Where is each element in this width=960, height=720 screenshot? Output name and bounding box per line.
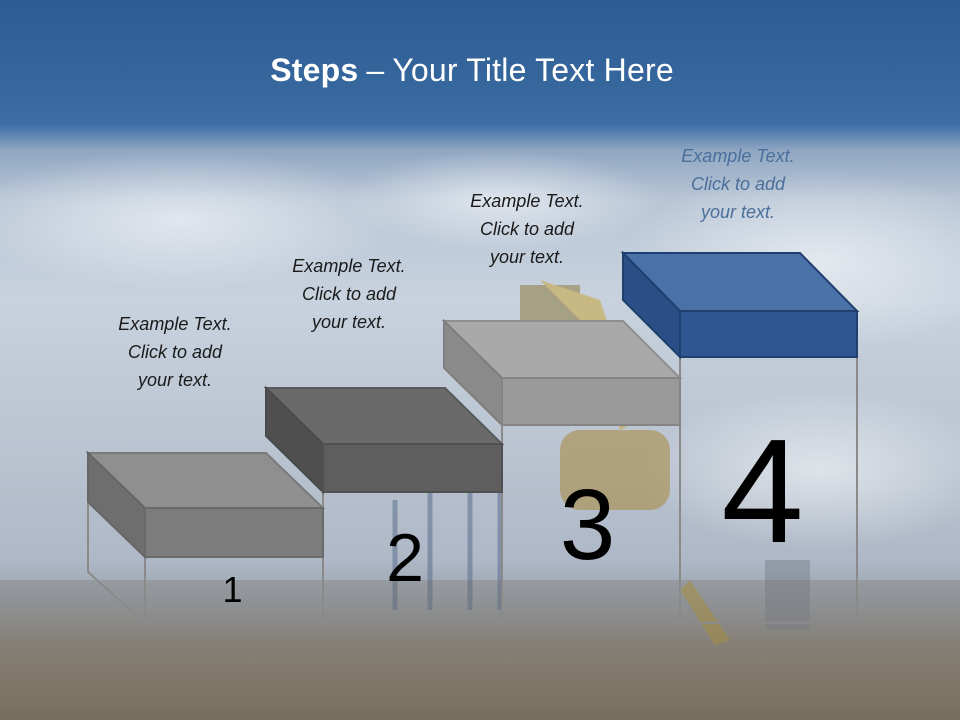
step-1-block[interactable] xyxy=(85,450,326,560)
caption-line: your text. xyxy=(700,202,776,222)
slide-title[interactable]: Steps–Your Title Text Here xyxy=(0,52,944,89)
title-text: Your Title Text Here xyxy=(392,52,674,88)
step-3-caption[interactable]: Example Text. Click to add your text. xyxy=(432,187,622,271)
cloud-shape xyxy=(640,390,960,550)
caption-line: your text. xyxy=(489,247,565,267)
step-2-block[interactable] xyxy=(263,385,505,495)
title-dash: – xyxy=(366,52,385,88)
caption-line: Example Text. xyxy=(470,191,584,211)
step-2-caption[interactable]: Example Text. Click to add your text. xyxy=(254,252,444,336)
caption-line: Example Text. xyxy=(118,314,232,334)
caption-line: Click to add xyxy=(127,342,223,362)
caption-line: Click to add xyxy=(301,284,397,304)
caption-line: Click to add xyxy=(479,219,575,239)
caption-line: Example Text. xyxy=(681,146,795,166)
caption-line: your text. xyxy=(137,370,213,390)
step-4-number: 4 xyxy=(721,409,804,574)
step-2-number: 2 xyxy=(386,520,424,596)
cloud-shape xyxy=(340,150,660,250)
title-bold-word: Steps xyxy=(270,52,359,88)
step-3-block[interactable] xyxy=(441,318,683,428)
cloud-shape xyxy=(0,150,400,290)
caption-line: your text. xyxy=(311,312,387,332)
ground xyxy=(0,580,960,720)
caption-line: Example Text. xyxy=(292,256,406,276)
step-1-caption[interactable]: Example Text. Click to add your text. xyxy=(80,310,270,394)
step-1-number: 1 xyxy=(222,569,243,610)
step-4-block[interactable] xyxy=(620,250,860,360)
caption-line: Click to add xyxy=(690,174,786,194)
step-3-number: 3 xyxy=(559,469,616,581)
step-4-caption[interactable]: Example Text. Click to add your text. xyxy=(643,142,833,226)
